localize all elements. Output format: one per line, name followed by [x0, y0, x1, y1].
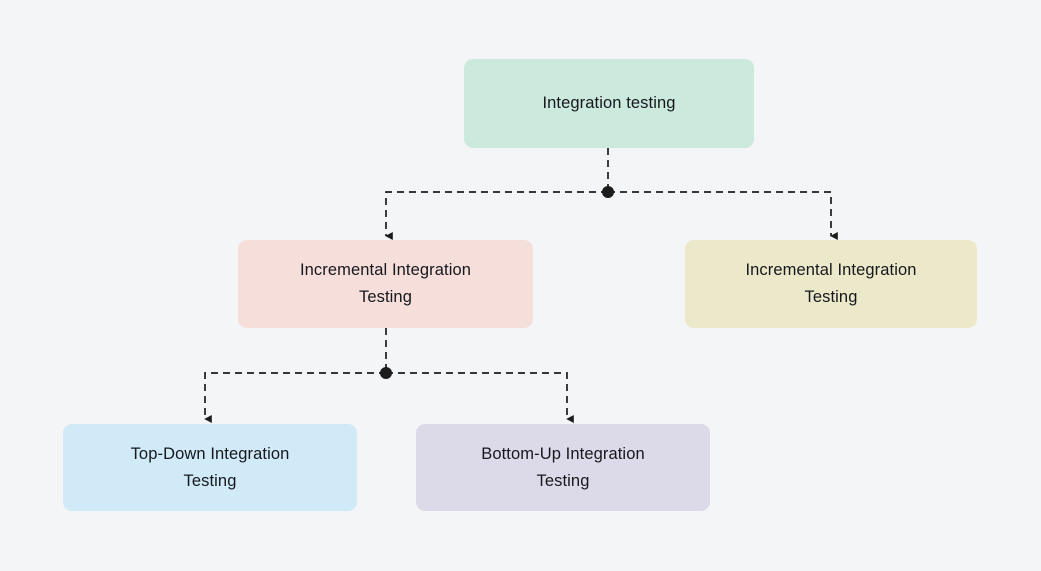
edges-group — [204, 148, 838, 423]
junction-middle-dot — [380, 367, 392, 379]
node-bottom-up-integration-testing[interactable]: Bottom-Up Integration Testing — [416, 424, 710, 511]
junctions-group — [380, 186, 614, 379]
node-incremental-integration-testing-right[interactable]: Incremental Integration Testing — [685, 240, 977, 328]
node-top-down-integration-testing[interactable]: Top-Down Integration Testing — [63, 424, 357, 511]
junction-top-dot — [602, 186, 614, 198]
connector-edge-junction-top-to-right — [608, 191, 838, 240]
connector-edge-junction-top-to-left — [385, 191, 608, 240]
connector-edge-junction-middle-to-top-down — [204, 372, 386, 423]
node-label-top-down-integration-testing: Top-Down Integration Testing — [130, 444, 290, 490]
node-label-integration-testing: Integration testing — [542, 94, 676, 113]
node-incremental-integration-testing-left[interactable]: Incremental Integration Testing — [238, 240, 533, 328]
node-label-bottom-up-integration-testing: Bottom-Up Integration Testing — [481, 444, 645, 490]
node-label-incremental-integration-testing-right: Incremental Integration Testing — [745, 261, 917, 306]
node-integration-testing[interactable]: Integration testing — [464, 59, 754, 148]
node-label-incremental-integration-testing-left: Incremental Integration Testing — [299, 261, 472, 306]
connector-edge-junction-middle-to-bottom-up — [386, 372, 574, 423]
